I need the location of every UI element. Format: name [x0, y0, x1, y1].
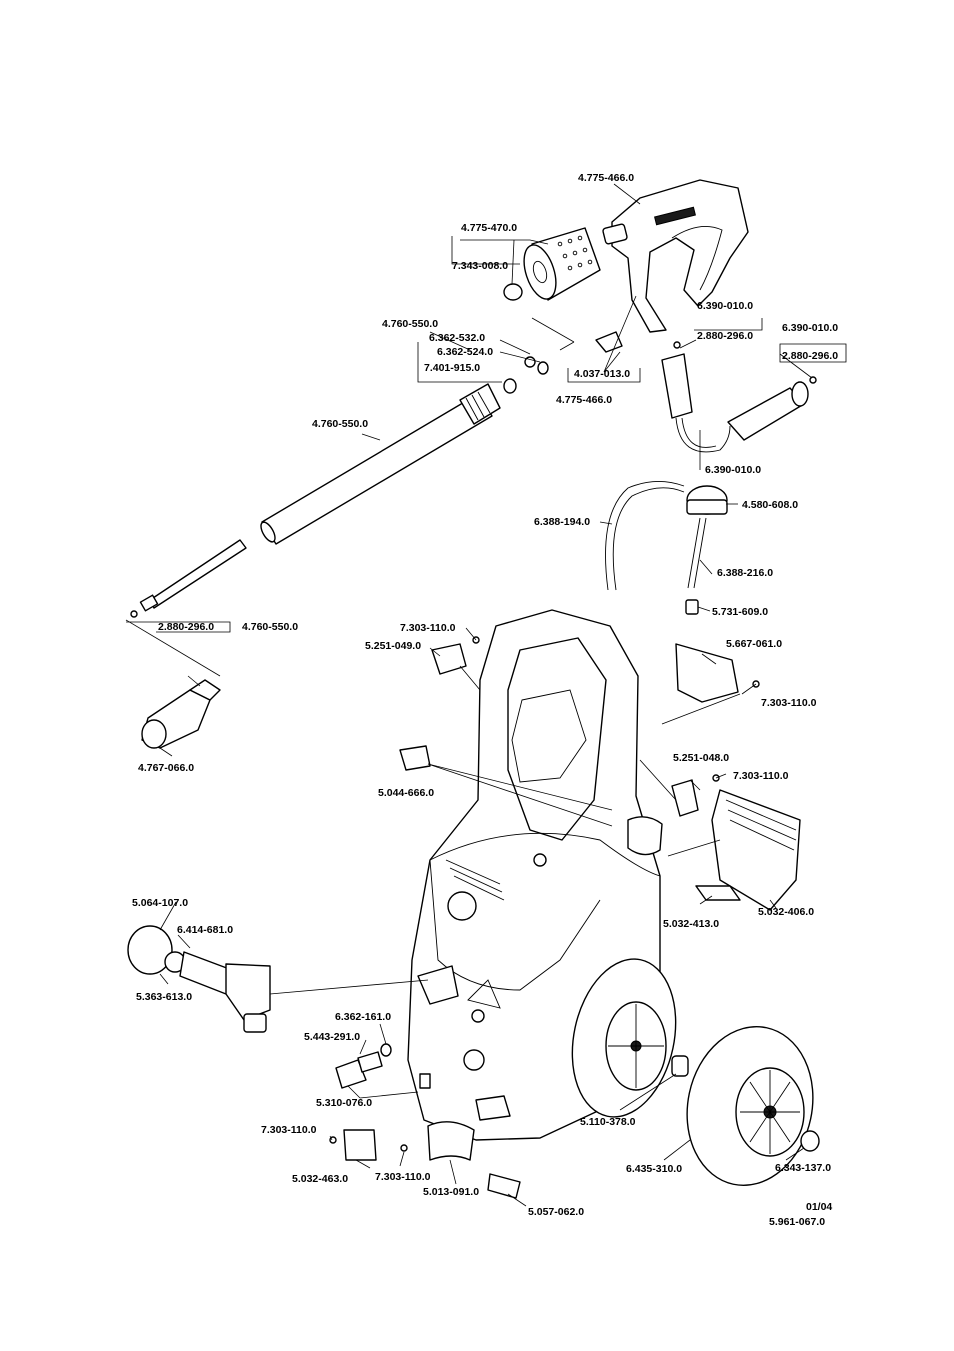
part-label-6388194: 6.388-194.0 [534, 516, 591, 528]
part-label-2880296-c: 2.880-296.0 [158, 621, 215, 633]
part-label-6362161: 6.362-161.0 [335, 1011, 392, 1023]
footer-doc-number: 5.961-067.0 [769, 1216, 826, 1228]
clip-5032413 [695, 885, 741, 901]
part-label-4760550-low: 4.760-550.0 [242, 621, 299, 633]
part-label-6414681: 6.414-681.0 [177, 924, 234, 936]
spray-lance [139, 383, 501, 612]
rear-wheel [571, 958, 677, 1118]
part-label-2880296-a: 2.880-296.0 [697, 330, 754, 342]
water-inlet-group [127, 925, 271, 1033]
panel-5032463 [343, 1129, 377, 1161]
part-label-6343137: 6.343-137.0 [775, 1162, 832, 1174]
part-label-6390010-b: 6.390-010.0 [782, 322, 839, 334]
part-label-5057062: 5.057-062.0 [528, 1206, 585, 1218]
trigger-gun [602, 179, 749, 333]
part-label-5032463: 5.032-463.0 [292, 1173, 349, 1185]
holder-5667 [675, 643, 739, 703]
accessory-bin [711, 789, 801, 911]
part-label-5251048: 5.251-048.0 [673, 752, 730, 764]
part-label-6362532: 6.362-532.0 [429, 332, 486, 344]
part-label-7401915: 7.401-915.0 [424, 362, 481, 374]
part-label-6362524: 6.362-524.0 [437, 346, 494, 358]
part-label-5310076: 5.310-076.0 [316, 1097, 373, 1109]
part-label-5667061: 5.667-061.0 [726, 638, 783, 650]
power-nozzle [141, 679, 221, 749]
part-label-7343008: 7.343-008.0 [452, 260, 509, 272]
part-label-5044666: 5.044-666.0 [378, 787, 435, 799]
brush-5057062 [487, 1173, 521, 1199]
part-label-5032413: 5.032-413.0 [663, 918, 720, 930]
nozzle-cylinder [523, 227, 601, 301]
part-label-2880296-b: 2.880-296.0 [782, 350, 839, 362]
part-label-7303110-a: 7.303-110.0 [400, 622, 456, 634]
hp-outlet-group [335, 965, 459, 1089]
part-label-5443291: 5.443-291.0 [304, 1031, 361, 1043]
part-label-4775470: 4.775-470.0 [461, 222, 518, 234]
o-ring-7343 [503, 283, 523, 301]
part-label-5110378: 5.110-378.0 [580, 1116, 636, 1128]
part-label-7303110-b: 7.303-110.0 [761, 697, 817, 709]
part-label-4775466-lower: 4.775-466.0 [556, 394, 613, 406]
part-label-7303110-e: 7.303-110.0 [375, 1171, 431, 1183]
part-label-4767066: 4.767-066.0 [138, 762, 195, 774]
part-label-4760550-top: 4.760-550.0 [382, 318, 439, 330]
part-label-5064107: 5.064-107.0 [132, 897, 189, 909]
clip [595, 331, 623, 353]
part-label-6390010-c: 6.390-010.0 [705, 464, 762, 476]
hub-cap [800, 1130, 820, 1152]
detergent-hose [605, 481, 728, 615]
part-label-5013091: 5.013-091.0 [423, 1186, 480, 1198]
holder-5013091 [427, 1121, 475, 1161]
part-label-6388216: 6.388-216.0 [717, 567, 774, 579]
part-label-4580608: 4.580-608.0 [742, 499, 799, 511]
part-label-6435310: 6.435-310.0 [626, 1163, 683, 1175]
part-label-5731609: 5.731-609.0 [712, 606, 769, 618]
part-label-7303110-c: 7.303-110.0 [733, 770, 789, 782]
part-label-6390010-a: 6.390-010.0 [697, 300, 754, 312]
part-label-4775466-gun: 4.775-466.0 [578, 172, 635, 184]
part-label-5032406: 5.032-406.0 [758, 906, 815, 918]
part-label-4760550-mid: 4.760-550.0 [312, 418, 369, 430]
part-label-4037013: 4.037-013.0 [574, 368, 631, 380]
part-label-5251049: 5.251-049.0 [365, 640, 422, 652]
hose-handle [661, 353, 809, 453]
part-label-5363613: 5.363-613.0 [136, 991, 193, 1003]
axle-bush [671, 1055, 689, 1077]
part-label-7303110-d: 7.303-110.0 [261, 1124, 317, 1136]
footer-date: 01/04 [806, 1201, 833, 1213]
front-wheel [686, 1025, 814, 1187]
